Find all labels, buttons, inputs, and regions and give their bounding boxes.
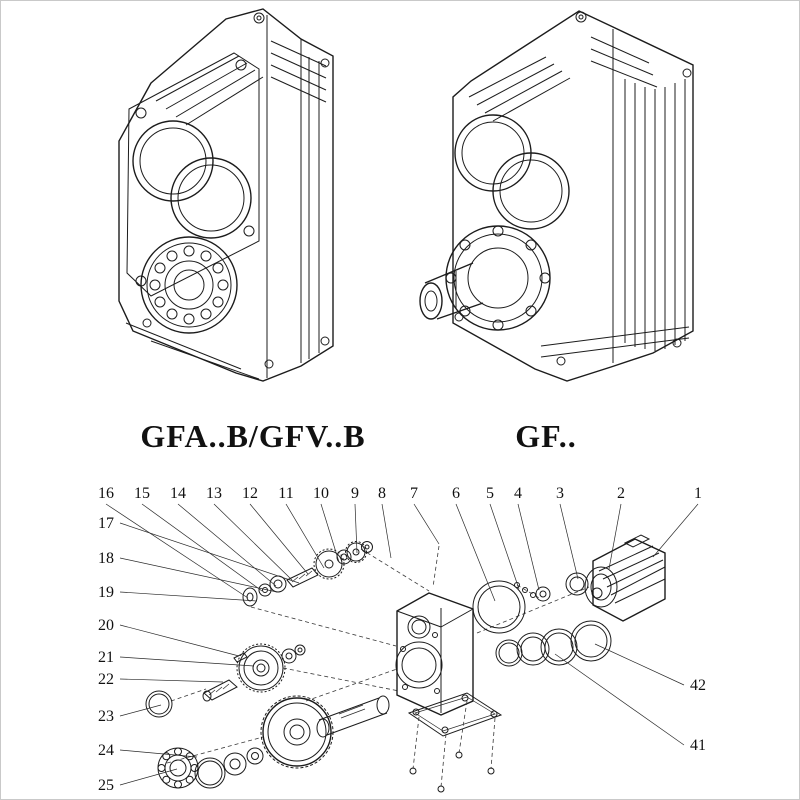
part-number-18: 18	[98, 550, 114, 567]
part-number-25: 25	[98, 777, 114, 794]
assembly-axis-lines	[166, 545, 590, 764]
cooling-ribs-left	[155, 40, 327, 126]
part-number-14: 14	[170, 485, 186, 502]
gear-bores-left	[132, 120, 252, 239]
part-number-16: 16	[98, 485, 114, 502]
part-number-17: 17	[98, 515, 114, 532]
part-number-13: 13	[206, 485, 222, 502]
retaining-ring	[145, 690, 173, 718]
seal-rings	[495, 620, 612, 667]
part-number-42: 42	[690, 677, 706, 694]
gasket-plate	[407, 692, 503, 793]
exploded-view: 16 15 14 13 12 11 10 9 8 7 6 5 4 3 2 1 1…	[98, 485, 706, 794]
motor-unit	[584, 534, 666, 622]
output-flange-right	[445, 225, 551, 331]
part-number-24: 24	[98, 742, 114, 759]
part-number-2: 2	[617, 485, 625, 502]
part-number-3: 3	[556, 485, 564, 502]
output-gear-and-shaft	[260, 695, 390, 769]
side-fins-right	[624, 79, 686, 351]
output-shaft-right	[419, 262, 484, 320]
side-panel-left	[308, 57, 330, 359]
model-label-right: GF..	[515, 418, 577, 454]
gear-bores-right	[454, 114, 570, 230]
part-number-1: 1	[694, 485, 702, 502]
part-number-6: 6	[452, 485, 460, 502]
part-number-41: 41	[690, 737, 706, 754]
part-number-23: 23	[98, 708, 114, 725]
cooling-ribs-right	[468, 36, 658, 122]
intermediate-gear-parts	[202, 643, 306, 702]
part-number-11: 11	[278, 485, 293, 502]
part-number-9: 9	[351, 485, 359, 502]
gear-housing	[395, 592, 474, 716]
model-label-left: GFA..B/GFV..B	[140, 418, 365, 454]
part-number-21: 21	[98, 649, 114, 666]
part-number-15: 15	[134, 485, 150, 502]
part-number-12: 12	[242, 485, 258, 502]
part-number-4: 4	[514, 485, 522, 502]
gearbox-drawing-left	[118, 8, 334, 382]
eyebolt-boss-right	[575, 11, 587, 23]
output-bearing-left	[140, 236, 238, 334]
cover-ring-and-bolts	[472, 572, 589, 634]
part-numbers: 16 15 14 13 12 11 10 9 8 7 6 5 4 3 2 1 1…	[98, 485, 706, 794]
eyebolt-boss-left	[253, 12, 265, 24]
gearbox-drawing-right	[419, 10, 694, 382]
base-right	[454, 68, 692, 366]
part-number-8: 8	[378, 485, 386, 502]
part-number-22: 22	[98, 671, 114, 688]
part-number-5: 5	[486, 485, 494, 502]
leader-lines	[105, 503, 699, 786]
base-left	[125, 318, 274, 380]
output-bearing-parts	[157, 747, 264, 789]
part-number-19: 19	[98, 584, 114, 601]
part-number-7: 7	[410, 485, 418, 502]
part-number-20: 20	[98, 617, 114, 634]
front-flange-left	[126, 52, 260, 297]
part-number-10: 10	[313, 485, 329, 502]
